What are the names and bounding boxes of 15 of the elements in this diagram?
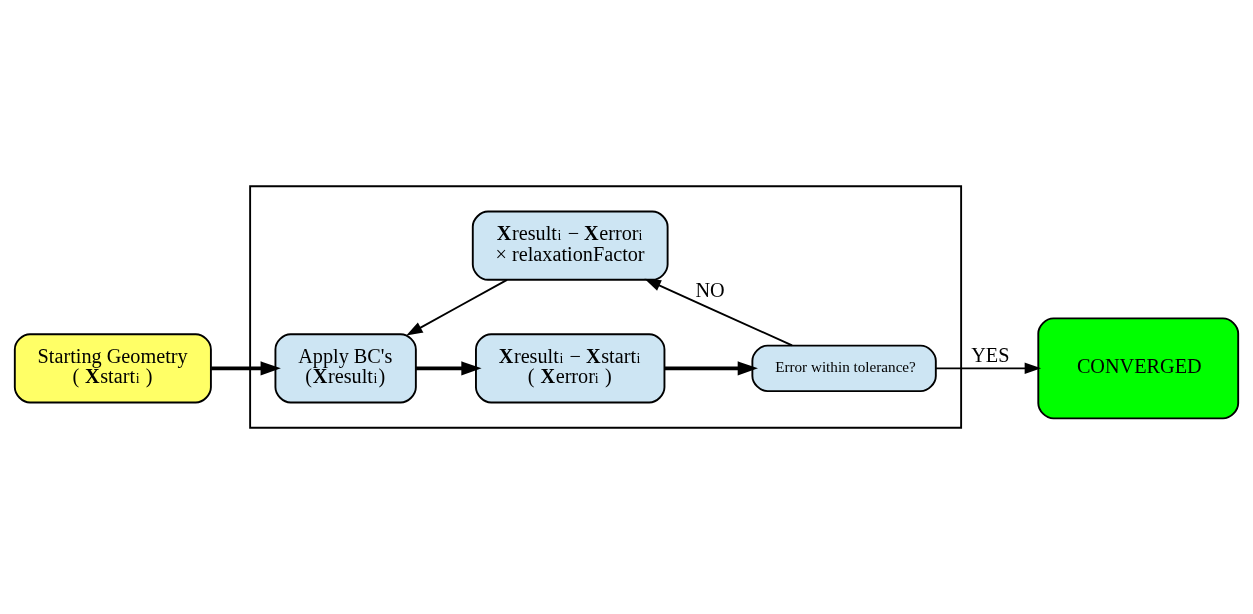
node-box: Starting Geometry ( Xstarti ) bbox=[13, 333, 212, 404]
edge-label: YES bbox=[971, 343, 1010, 366]
node-box: Xresulti − Xstarti ( Xerrori ) bbox=[475, 333, 666, 404]
arrow bbox=[935, 362, 1042, 375]
edge-label: NO bbox=[695, 279, 725, 302]
node-box: Error within tolerance? bbox=[751, 344, 937, 393]
arrow bbox=[211, 361, 281, 376]
arrow bbox=[644, 278, 794, 347]
cluster bbox=[249, 185, 963, 429]
node-box: Apply BC's (Xresulti) bbox=[274, 333, 417, 404]
node-box: CONVERGED bbox=[1037, 317, 1240, 420]
arrow bbox=[664, 361, 758, 376]
arrow bbox=[415, 361, 482, 376]
arrow bbox=[406, 278, 508, 336]
node-box: Xresulti − Xerrori × relaxationFactor bbox=[471, 210, 669, 281]
